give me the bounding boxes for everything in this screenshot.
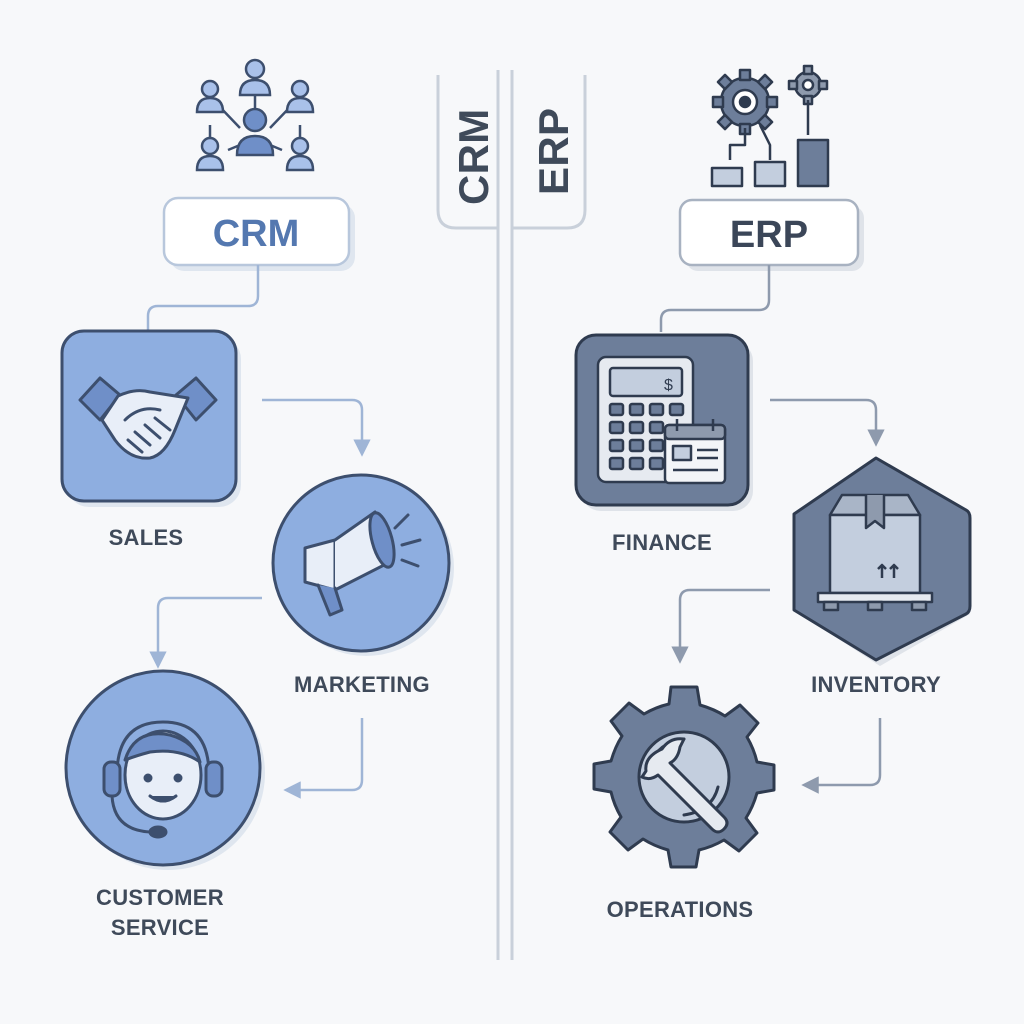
- inventory-label: INVENTORY: [811, 672, 941, 697]
- gear-wrench-icon: [637, 730, 731, 834]
- customer-service-node[interactable]: CUSTOMER SERVICE: [64, 669, 265, 940]
- people-network-icon: [195, 58, 315, 172]
- sales-node[interactable]: SALES: [60, 329, 241, 550]
- erp-connector-title-finance: [659, 265, 771, 332]
- erp-arrow-inventory-operations: [671, 588, 770, 664]
- headset-agent-icon: [102, 720, 224, 839]
- calculator-calendar-icon: $: [596, 355, 727, 485]
- customer-service-label-line2: SERVICE: [111, 915, 209, 940]
- center-divider: CRM ERP: [436, 70, 587, 960]
- megaphone-icon: [303, 510, 422, 617]
- erp-title: ERP: [730, 214, 808, 256]
- crm-arrow-marketing-back: [283, 718, 364, 799]
- marketing-label: MARKETING: [294, 672, 430, 697]
- operations-node[interactable]: OPERATIONS: [592, 685, 776, 922]
- marketing-node[interactable]: MARKETING: [271, 473, 454, 697]
- customer-service-label-line1: CUSTOMER: [96, 885, 224, 910]
- crm-title: CRM: [213, 213, 300, 255]
- crm-arrow-marketing-service: [149, 596, 262, 669]
- finance-label: FINANCE: [612, 530, 712, 555]
- handshake-icon: [78, 376, 218, 460]
- gears-chart-icon: [710, 64, 830, 188]
- operations-label: OPERATIONS: [607, 897, 754, 922]
- finance-node[interactable]: $ FINANCE: [574, 333, 753, 555]
- crm-arrow-sales-marketing: [262, 398, 371, 457]
- crm-title-box[interactable]: CRM: [162, 196, 355, 271]
- sales-label: SALES: [109, 525, 184, 550]
- crm-connector-title-sales: [146, 265, 260, 332]
- center-tab-erp-label: ERP: [530, 108, 577, 195]
- center-tab-crm-label: CRM: [450, 108, 497, 205]
- erp-arrow-finance-inventory: [770, 398, 885, 447]
- svg-text:$: $: [664, 377, 673, 394]
- inventory-node[interactable]: INVENTORY: [792, 456, 972, 697]
- erp-title-box[interactable]: ERP: [678, 198, 864, 271]
- erp-arrow-inventory-back: [801, 718, 882, 794]
- box-pallet-icon: [816, 493, 934, 612]
